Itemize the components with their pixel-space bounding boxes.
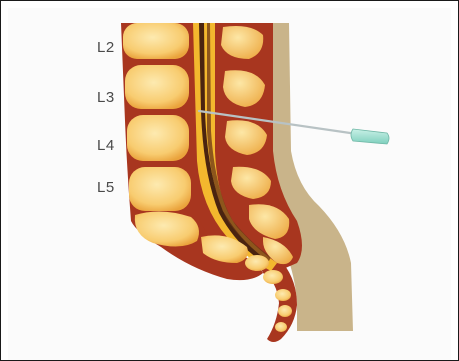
- vertebral-body-l3: [127, 115, 189, 161]
- needle-hub: [351, 129, 389, 144]
- vertebra-label-l3: L3: [97, 89, 115, 106]
- vertebral-body-l1: [123, 23, 189, 59]
- sacral-segment-3: [263, 270, 283, 284]
- vertebral-body-l5: [135, 211, 199, 246]
- vertebra-label-l4: L4: [97, 137, 115, 154]
- coccyx-3: [275, 322, 287, 332]
- vertebral-body-l2: [125, 65, 189, 109]
- sacral-segment-2: [245, 255, 269, 271]
- coccyx-1: [275, 289, 291, 301]
- vertebral-body-l4: [129, 167, 191, 211]
- vertebra-label-l2: L2: [97, 39, 115, 56]
- coccyx-2: [278, 305, 292, 317]
- vertebra-label-l5: L5: [97, 179, 115, 196]
